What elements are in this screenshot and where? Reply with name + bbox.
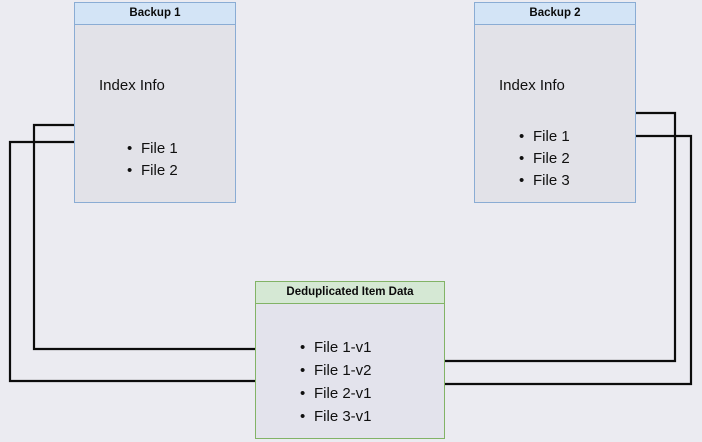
- list-item[interactable]: File 1-v2: [300, 359, 372, 382]
- deduplicated-file-list: File 1-v1 File 1-v2 File 2-v1 File 3-v1: [300, 336, 372, 428]
- list-item[interactable]: File 2-v1: [300, 382, 372, 405]
- backup-1-index-label: Index Info: [99, 77, 165, 94]
- node-backup-1[interactable]: Backup 1 Index Info File 1 File 2: [74, 2, 236, 203]
- backup-2-index-label: Index Info: [499, 77, 565, 94]
- list-item[interactable]: File 2: [127, 160, 178, 182]
- node-backup-2[interactable]: Backup 2 Index Info File 1 File 2 File 3: [474, 2, 636, 203]
- list-item[interactable]: File 3: [519, 170, 570, 192]
- list-item[interactable]: File 1-v1: [300, 336, 372, 359]
- node-deduplicated-header: Deduplicated Item Data: [256, 282, 444, 304]
- list-item[interactable]: File 1: [519, 126, 570, 148]
- list-item[interactable]: File 1: [127, 138, 178, 160]
- node-backup-1-header: Backup 1: [75, 3, 235, 25]
- node-deduplicated-body: File 1-v1 File 1-v2 File 2-v1 File 3-v1: [256, 304, 444, 439]
- list-item[interactable]: File 2: [519, 148, 570, 170]
- backup-2-file-list: File 1 File 2 File 3: [519, 126, 570, 192]
- node-backup-2-header: Backup 2: [475, 3, 635, 25]
- node-deduplicated-item-data[interactable]: Deduplicated Item Data File 1-v1 File 1-…: [255, 281, 445, 439]
- list-item[interactable]: File 3-v1: [300, 405, 372, 428]
- node-backup-1-body: Index Info File 1 File 2: [75, 25, 235, 203]
- node-backup-2-body: Index Info File 1 File 2 File 3: [475, 25, 635, 203]
- backup-1-file-list: File 1 File 2: [127, 138, 178, 182]
